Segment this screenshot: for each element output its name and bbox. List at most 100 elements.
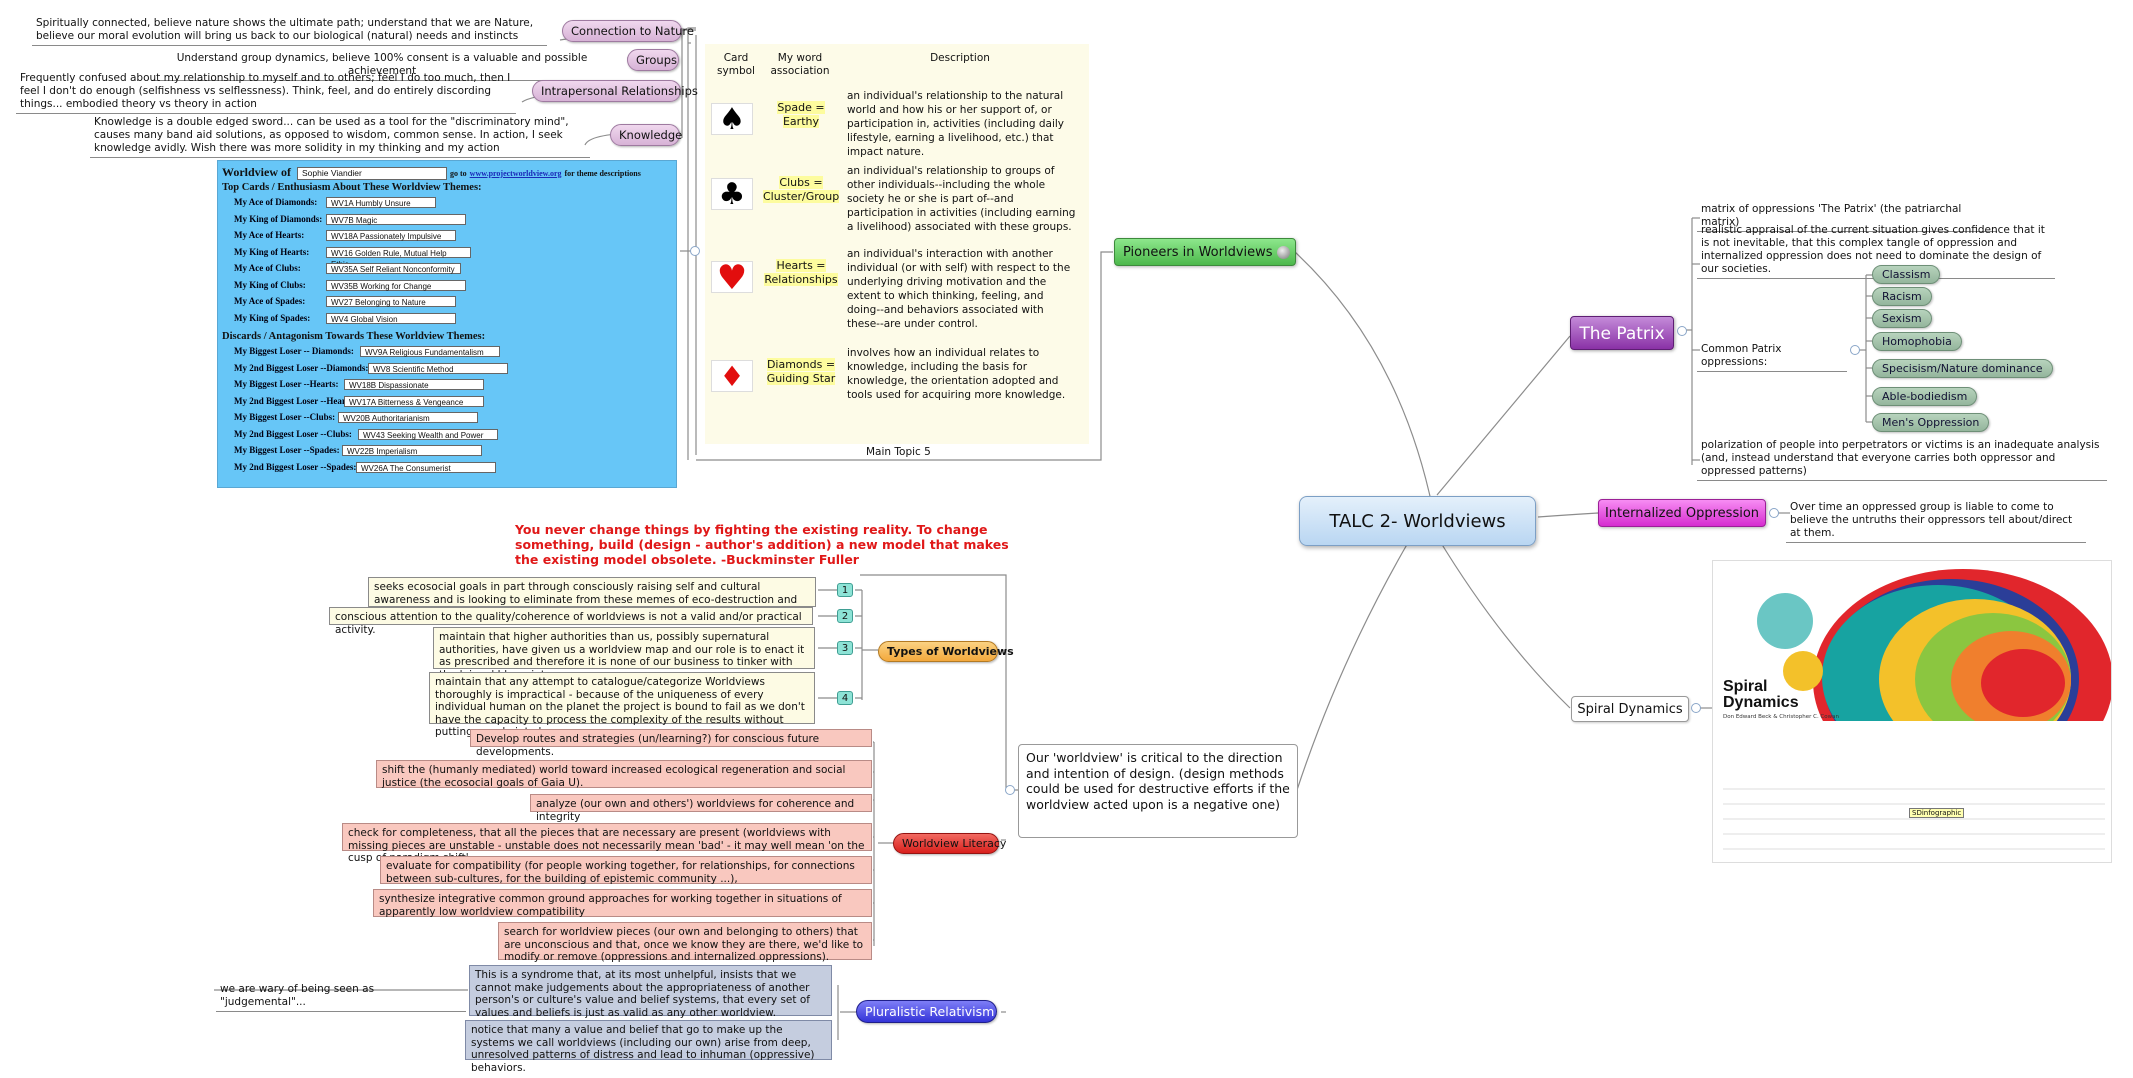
card-description: involves how an individual relates to kn… [847,347,1066,401]
form-bottom-value-field[interactable]: WV17A Bitterness & Vengeance [344,395,484,407]
form-bottom-value-field[interactable]: WV18B Dispassionate [344,379,484,390]
collapse-toggle-oppressions[interactable] [1850,345,1860,355]
tag-groups[interactable]: Groups [627,49,679,71]
worldview-type-box: maintain that any attempt to catalogue/c… [429,672,815,738]
form-bottom-value-field[interactable]: WV20B Authoritarianism [338,412,478,423]
pluralistic-side-note: we are wary of being seen as "judgementa… [216,983,466,1012]
patrix-node[interactable]: The Patrix [1570,316,1674,350]
note-connection-to-nature: Spiritually connected, believe nature sh… [32,17,547,46]
form-top-label: My Ace of Diamonds: [234,197,318,207]
form-bottom-value-field[interactable]: WV26A The Consumerist [356,461,496,473]
types-of-worldviews-node[interactable]: Types of Worldviews [878,641,1014,662]
priority-number-badge: 4 [837,691,853,705]
oppression-item[interactable]: Specisism/Nature dominance [1872,359,2053,378]
word-association-highlight: Spade = Earthy [777,101,825,128]
form-bottom-value-field[interactable]: WV22B Imperialism [342,445,482,456]
form-top-label: My King of Diamonds: [234,213,323,224]
card-description: an individual's interaction with another… [847,248,1071,330]
oppression-item[interactable]: Homophobia [1872,332,1962,351]
literacy-item-box: analyze (our own and others') worldviews… [530,794,872,823]
oppression-item[interactable]: Men's Oppression [1872,413,1990,432]
form-bottom-label: My Biggest Loser --Hearts: [234,379,339,389]
card-suit-icon: ♥ [711,261,753,295]
note-groups: Understand group dynamics, believe 100% … [152,52,612,81]
header-card-symbol: Card symbol [717,52,755,77]
priority-number-badge: 1 [837,583,853,597]
card-suit-icon: ♣ [711,178,753,211]
form-bottom-value-field[interactable]: WV43 Seeking Wealth and Power [358,428,498,440]
literacy-item-box: evaluate for compatibility (for people w… [380,856,872,885]
form-top-value-field[interactable]: WV7B Magic [326,213,466,225]
oppression-item[interactable]: Classism [1872,265,1941,284]
form-top-label: My Ace of Clubs: [234,263,301,273]
pluralistic-relativism-node[interactable]: Pluralistic Relativism [856,1000,997,1023]
central-topic[interactable]: TALC 2- Worldviews [1299,496,1536,546]
worldview-literacy-node[interactable]: Worldview Literacy [893,833,1006,854]
oppression-item[interactable]: Racism [1872,287,1932,306]
spiral-illustration [1713,569,2111,862]
form-top-value-field[interactable]: WV18A Passionately Impulsive [326,230,456,241]
form-bottom-label: My Biggest Loser --Spades: [234,445,340,455]
word-association-highlight: Clubs = Cluster/Group [763,176,840,203]
spiral-image-authors: Don Edward Beck & Christopher C. Cowan [1723,714,1839,720]
oppression-item[interactable]: Able-bodiedism [1872,387,1978,406]
note-knowledge: Knowledge is a double edged sword... can… [90,116,590,158]
spiral-image-title: Spiral Dynamics [1723,678,1799,711]
form-title: Worldview of [222,165,291,179]
pioneers-title: Pioneers in Worldviews [1123,245,1273,260]
oppression-item[interactable]: Sexism [1872,309,1932,328]
word-association-highlight: Diamonds = Guiding Star [766,358,836,385]
internalized-oppression-node[interactable]: Internalized Oppression [1598,499,1766,527]
tag-intrapersonal-relationships[interactable]: Intrapersonal Relationships [532,80,698,102]
form-top-label: My King of Hearts: [234,246,310,257]
form-top-label: My Ace of Spades: [234,296,306,306]
spiral-image-caption: SDinfographic [1909,808,1965,818]
fuller-quote: You never change things by fighting the … [515,522,1009,567]
design-main-topic[interactable]: Our 'worldview' is critical to the direc… [1018,744,1298,838]
form-bottom-label: My 2nd Biggest Loser --Spades: [234,461,357,472]
form-bottom-label: My 2nd Biggest Loser --Clubs: [234,428,352,439]
tag-knowledge[interactable]: Knowledge [610,124,682,146]
note-intrapersonal: Frequently confused about my relationshi… [16,72,516,114]
worldview-type-box: conscious attention to the quality/coher… [329,607,813,636]
word-association: Clubs = Cluster/Group [763,176,840,204]
internalized-note: Over time an oppressed group is liable t… [1786,501,2086,543]
tag-connection-to-nature[interactable]: Connection to Nature [562,20,694,42]
worldview-form: Worldview of Sophie Viandier go to www.p… [217,160,677,488]
worldview-type-box: seeks ecosocial goals in part through co… [368,577,816,618]
form-bottom-value-field[interactable]: WV9A Religious Fundamentalism [360,346,500,357]
collapse-toggle-pioneers[interactable] [690,246,700,256]
form-top-value-field[interactable]: WV4 Global Vision [326,312,456,324]
card-suit-icon: ♠ [711,103,753,136]
form-header: Worldview of Sophie Viandier go to www.p… [222,165,672,180]
patrix-polarization-note: polarization of people into perpetrators… [1697,439,2107,481]
form-after: for theme descriptions [564,169,641,178]
literacy-item-box: Develop routes and strategies (un/learni… [470,729,872,758]
priority-number-badge: 2 [837,609,853,623]
form-bottom-label: My Biggest Loser -- Diamonds: [234,346,354,356]
form-link[interactable]: www.projectworldview.org [469,169,562,178]
form-bottom-label: My Biggest Loser --Clubs: [234,412,336,422]
card-table: Card symbol My word association Descript… [705,44,1089,444]
form-name-field[interactable]: Sophie Viandier [297,167,447,180]
header-word-association: My word association [770,52,830,77]
form-bottom-value-field[interactable]: WV8 Scientific Method [368,362,508,374]
collapse-toggle-internalized[interactable] [1769,508,1779,518]
spiral-dynamics-node[interactable]: Spiral Dynamics [1571,696,1689,722]
form-top-value-field[interactable]: WV35A Self Reliant Nonconformity [326,263,461,274]
globe-icon [1277,246,1290,259]
collapse-toggle-design[interactable] [1005,785,1015,795]
form-top-value-field[interactable]: WV16 Golden Rule, Mutual Help Ethic [326,246,471,269]
word-association-highlight: Hearts = Relationships [764,259,838,286]
form-top-value-field[interactable]: WV27 Belonging to Nature [326,296,456,307]
collapse-toggle-patrix[interactable] [1677,326,1687,336]
form-top-value-field[interactable]: WV35B Working for Change [326,279,466,291]
word-association: Hearts = Relationships [763,259,839,287]
patrix-common-label: Common Patrix oppressions: [1697,343,1847,372]
pluralistic-item-box: This is a syndrome that, at its most unh… [469,965,832,1019]
literacy-item-box: shift the (humanly mediated) world towar… [376,760,872,789]
collapse-toggle-spiral[interactable] [1691,703,1701,713]
form-top-value-field[interactable]: WV1A Humbly Unsure [326,197,436,208]
patrix-matrix-note: matrix of oppressions 'The Patrix' (the … [1697,203,1997,232]
pioneers-node[interactable]: Pioneers in Worldviews [1114,238,1296,266]
